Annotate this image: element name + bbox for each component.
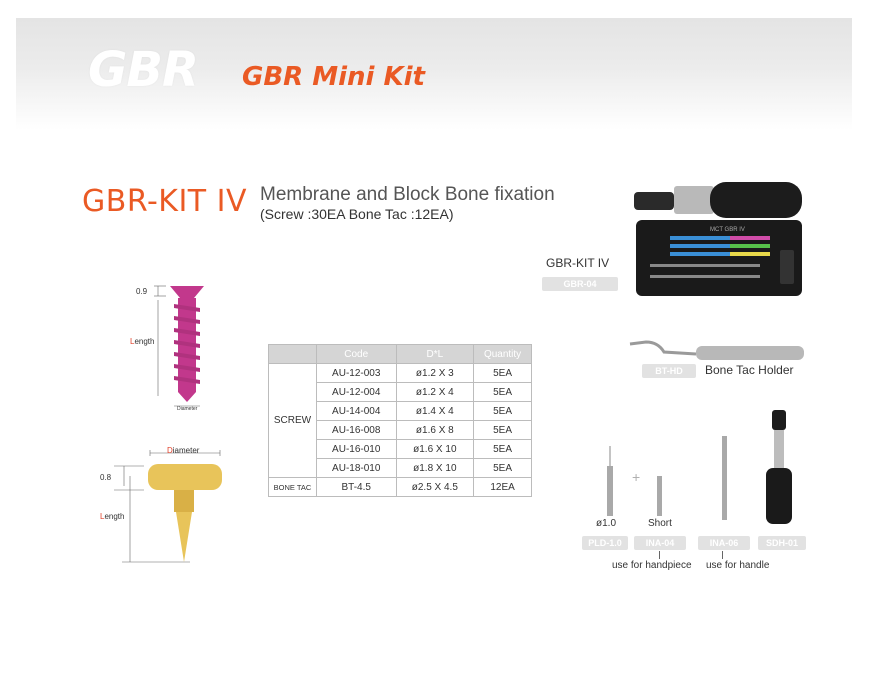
- table-cell-qty: 5EA: [473, 401, 532, 421]
- pld-caption: ø1.0: [596, 518, 617, 529]
- sdh-neck: [774, 430, 784, 468]
- screw-head-dim: 0.9: [136, 287, 148, 296]
- table-cell-dl: ø1.6 X 10: [395, 439, 475, 459]
- holder-handle: [696, 346, 804, 360]
- table-cell-qty: 12EA: [473, 477, 532, 497]
- screw-length-initial: L: [130, 337, 135, 346]
- kit-title: GBR-KIT IV: [82, 184, 248, 219]
- screw-length-dim: Length: [130, 337, 154, 346]
- kit-box-image: MCT GBR IV: [634, 182, 802, 296]
- screw-length-rest: ength: [134, 337, 155, 346]
- plus-icon: +: [632, 469, 640, 485]
- banner-title: GBR Mini Kit: [242, 62, 425, 92]
- sdh-code: SDH-01: [758, 536, 806, 550]
- table-cell-qty: 5EA: [473, 439, 532, 459]
- ina04-tool: [657, 476, 662, 516]
- table-row: AU-16-008 ø1.6 X 8 5EA: [269, 420, 532, 440]
- table-cell-dl: ø1.2 X 3: [395, 363, 475, 383]
- tray-tac-slot: [780, 250, 794, 284]
- kit-subtitle: Membrane and Block Bone fixation: [260, 184, 555, 205]
- tac-head: [148, 464, 222, 490]
- tac-length-rest: ength: [104, 512, 125, 521]
- screw-image: [154, 285, 204, 407]
- table-cell-qty: 5EA: [473, 363, 532, 383]
- ina04-caption: Short: [648, 518, 672, 529]
- table-header-code: Code: [315, 344, 397, 364]
- spec-table: Code D*L Quantity SCREW AU-12-003 ø1.2 X…: [268, 344, 532, 497]
- bone-tac-holder-image: [629, 340, 804, 360]
- ina04-code: INA-04: [634, 536, 686, 550]
- table-cell-qty: 5EA: [473, 420, 532, 440]
- table-cell-dl: ø1.2 X 4: [395, 382, 475, 402]
- gbr-logo: GBR: [88, 42, 199, 98]
- pld-code: PLD-1.0: [582, 536, 628, 550]
- kit-detail: (Screw :30EA Bone Tac :12EA): [260, 206, 454, 222]
- tac-diameter-rest: iameter: [172, 446, 200, 455]
- handle-connector: [722, 551, 723, 559]
- screw-tip: [178, 392, 196, 402]
- tools-image: +: [607, 410, 792, 524]
- pld-drill-shank: [607, 466, 613, 516]
- table-cell-qty: 5EA: [473, 458, 532, 478]
- table-header-blank: [268, 344, 317, 364]
- tac-diameter-initial: D: [167, 446, 173, 455]
- table-cell-dl: ø1.8 X 10: [395, 458, 475, 478]
- table-row: AU-12-004 ø1.2 X 4 5EA: [269, 382, 532, 402]
- table-cell-code: AU-14-004: [315, 401, 397, 421]
- table-row: BONE TAC BT-4.5 ø2.5 X 4.5 12EA: [268, 477, 532, 497]
- screw-diameter-dim: Diameter: [177, 406, 198, 412]
- screw-group-cell: SCREW: [268, 363, 317, 478]
- ina06-tool: [722, 436, 727, 520]
- table-header-dl: D*L: [395, 344, 475, 364]
- tac-head-dim: 0.8: [100, 473, 112, 482]
- screw-rows: [670, 236, 770, 256]
- table-header-quantity: Quantity: [473, 344, 532, 364]
- header-banner: GBR GBR Mini Kit: [16, 18, 852, 130]
- tac-diameter-dim: Diameter: [167, 446, 199, 455]
- tac-length-initial: L: [100, 512, 105, 521]
- driver-tip: [634, 192, 674, 210]
- handpiece-note: use for handpiece: [612, 560, 692, 571]
- sdh-handle: [766, 468, 792, 524]
- table-cell-dl: ø1.4 X 4: [395, 401, 475, 421]
- kit-box-label: GBR-KIT IV: [546, 256, 610, 270]
- table-row: AU-16-010 ø1.6 X 10 5EA: [269, 439, 532, 459]
- table-cell-dl: ø2.5 X 4.5: [395, 477, 475, 497]
- bone-tac-image: [114, 450, 222, 563]
- tac-group-cell: BONE TAC: [268, 477, 317, 497]
- table-row: AU-18-010 ø1.8 X 10 5EA: [269, 458, 532, 478]
- holder-code: BT-HD: [642, 364, 696, 378]
- table-cell-code: AU-16-008: [315, 420, 397, 440]
- screw-threads: [174, 298, 200, 392]
- tray-tool-1: [650, 264, 760, 267]
- tac-neck: [174, 490, 194, 512]
- table-cell-code: AU-12-003: [315, 363, 397, 383]
- handle-note: use for handle: [706, 560, 770, 571]
- table-row: AU-14-004 ø1.4 X 4 5EA: [269, 401, 532, 421]
- table-header-row: Code D*L Quantity: [268, 344, 532, 364]
- holder-label: Bone Tac Holder: [705, 363, 794, 377]
- table-cell-code: AU-16-010: [315, 439, 397, 459]
- tray-tool-2: [650, 275, 760, 278]
- table-cell-dl: ø1.6 X 8: [395, 420, 475, 440]
- table-cell-code: AU-18-010: [315, 458, 397, 478]
- driver-collar: [674, 186, 714, 214]
- ina06-code: INA-06: [698, 536, 750, 550]
- table-row: SCREW AU-12-003 ø1.2 X 3 5EA: [268, 363, 532, 478]
- tac-length-dim: Length: [100, 512, 124, 521]
- handpiece-connector: [659, 551, 660, 559]
- driver-handle: [710, 182, 802, 218]
- kit-lid-text: MCT GBR IV: [710, 227, 745, 233]
- table-cell-qty: 5EA: [473, 382, 532, 402]
- holder-shaft: [629, 340, 697, 356]
- kit-box-code: GBR-04: [542, 277, 618, 291]
- table-cell-code: BT-4.5: [315, 477, 397, 497]
- sdh-cap: [772, 410, 786, 430]
- tac-spike: [176, 512, 192, 562]
- screw-head: [170, 286, 204, 298]
- table-cell-code: AU-12-004: [315, 382, 397, 402]
